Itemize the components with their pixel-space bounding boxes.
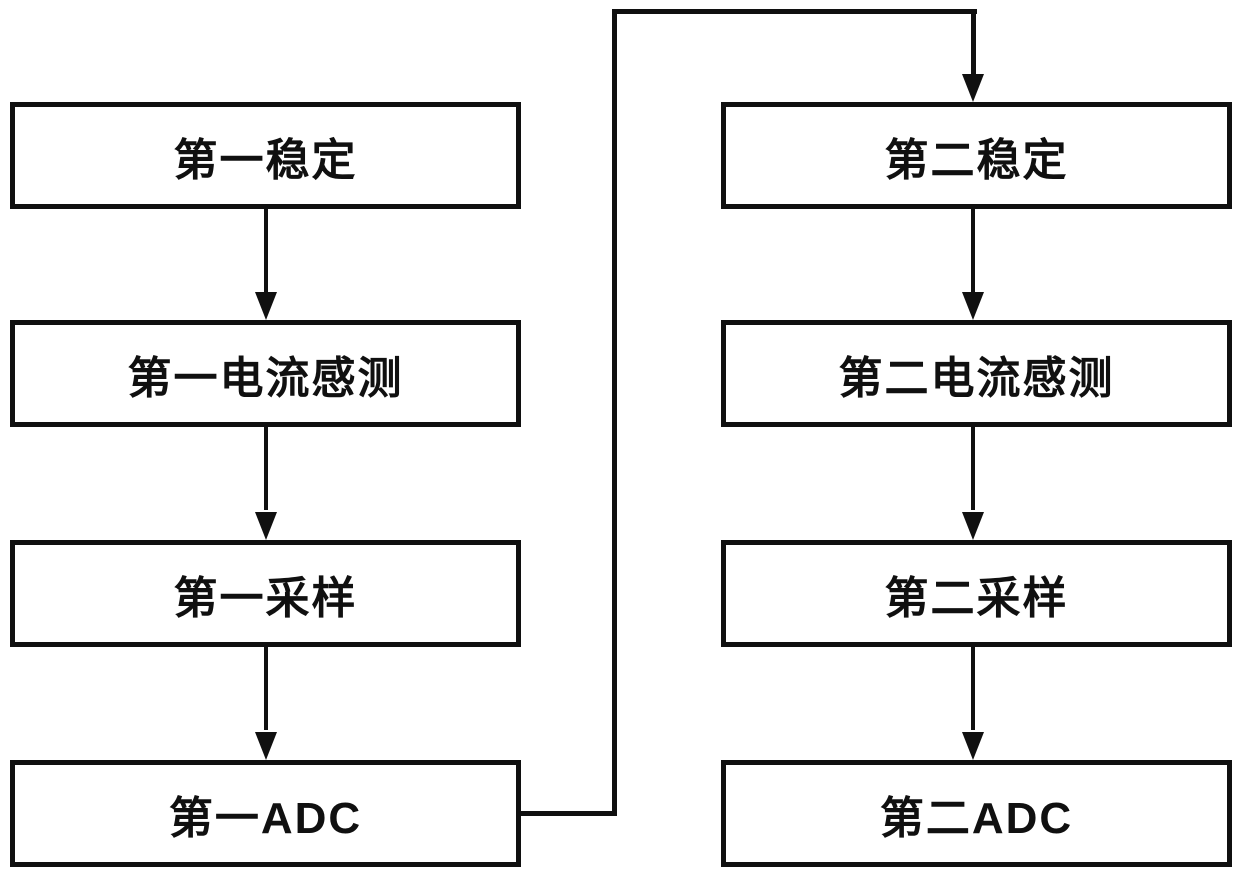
flow-box-second-adc: 第二ADC — [721, 760, 1232, 867]
flow-box-second-stabilize: 第二稳定 — [721, 102, 1232, 209]
flow-box-second-adc-label: 第二ADC — [879, 793, 1074, 843]
arrow-second-sampling-to-adc-shaft — [971, 647, 975, 730]
flow-box-first-sampling-label: 第一采样 — [173, 573, 358, 623]
arrow-down-icon — [962, 292, 984, 320]
flow-box-second-sampling: 第二采样 — [721, 540, 1232, 647]
flow-box-first-adc: 第一ADC — [10, 760, 521, 867]
flow-box-first-stabilize-label: 第一稳定 — [173, 135, 358, 185]
arrow-second-current-sense-to-sampling-shaft — [971, 427, 975, 510]
flow-box-first-current-sense-label: 第一电流感测 — [127, 353, 404, 403]
flow-box-second-current-sense: 第二电流感测 — [721, 320, 1232, 427]
arrow-down-icon — [962, 74, 984, 102]
arrow-down-icon — [962, 512, 984, 540]
flow-box-first-sampling: 第一采样 — [10, 540, 521, 647]
arrow-first-current-sense-to-sampling-shaft — [264, 427, 268, 510]
arrow-down-icon — [962, 732, 984, 760]
arrow-first-stabilize-to-current-sense-shaft — [264, 209, 268, 292]
flow-box-first-adc-label: 第一ADC — [168, 793, 363, 843]
arrow-second-stabilize-to-current-sense-shaft — [971, 209, 975, 292]
connector-drop-segment — [971, 9, 976, 74]
arrow-down-icon — [255, 292, 277, 320]
flow-box-first-current-sense: 第一电流感测 — [10, 320, 521, 427]
flow-box-second-sampling-label: 第二采样 — [884, 573, 1069, 623]
connector-top-rail-segment — [612, 9, 977, 14]
flow-box-second-stabilize-label: 第二稳定 — [884, 135, 1069, 185]
connector-first-adc-exit-segment — [519, 811, 617, 816]
arrow-down-icon — [255, 732, 277, 760]
flow-box-second-current-sense-label: 第二电流感测 — [838, 353, 1115, 403]
arrow-first-sampling-to-adc-shaft — [264, 647, 268, 730]
flow-box-first-stabilize: 第一稳定 — [10, 102, 521, 209]
connector-riser-segment — [612, 9, 617, 816]
arrow-down-icon — [255, 512, 277, 540]
